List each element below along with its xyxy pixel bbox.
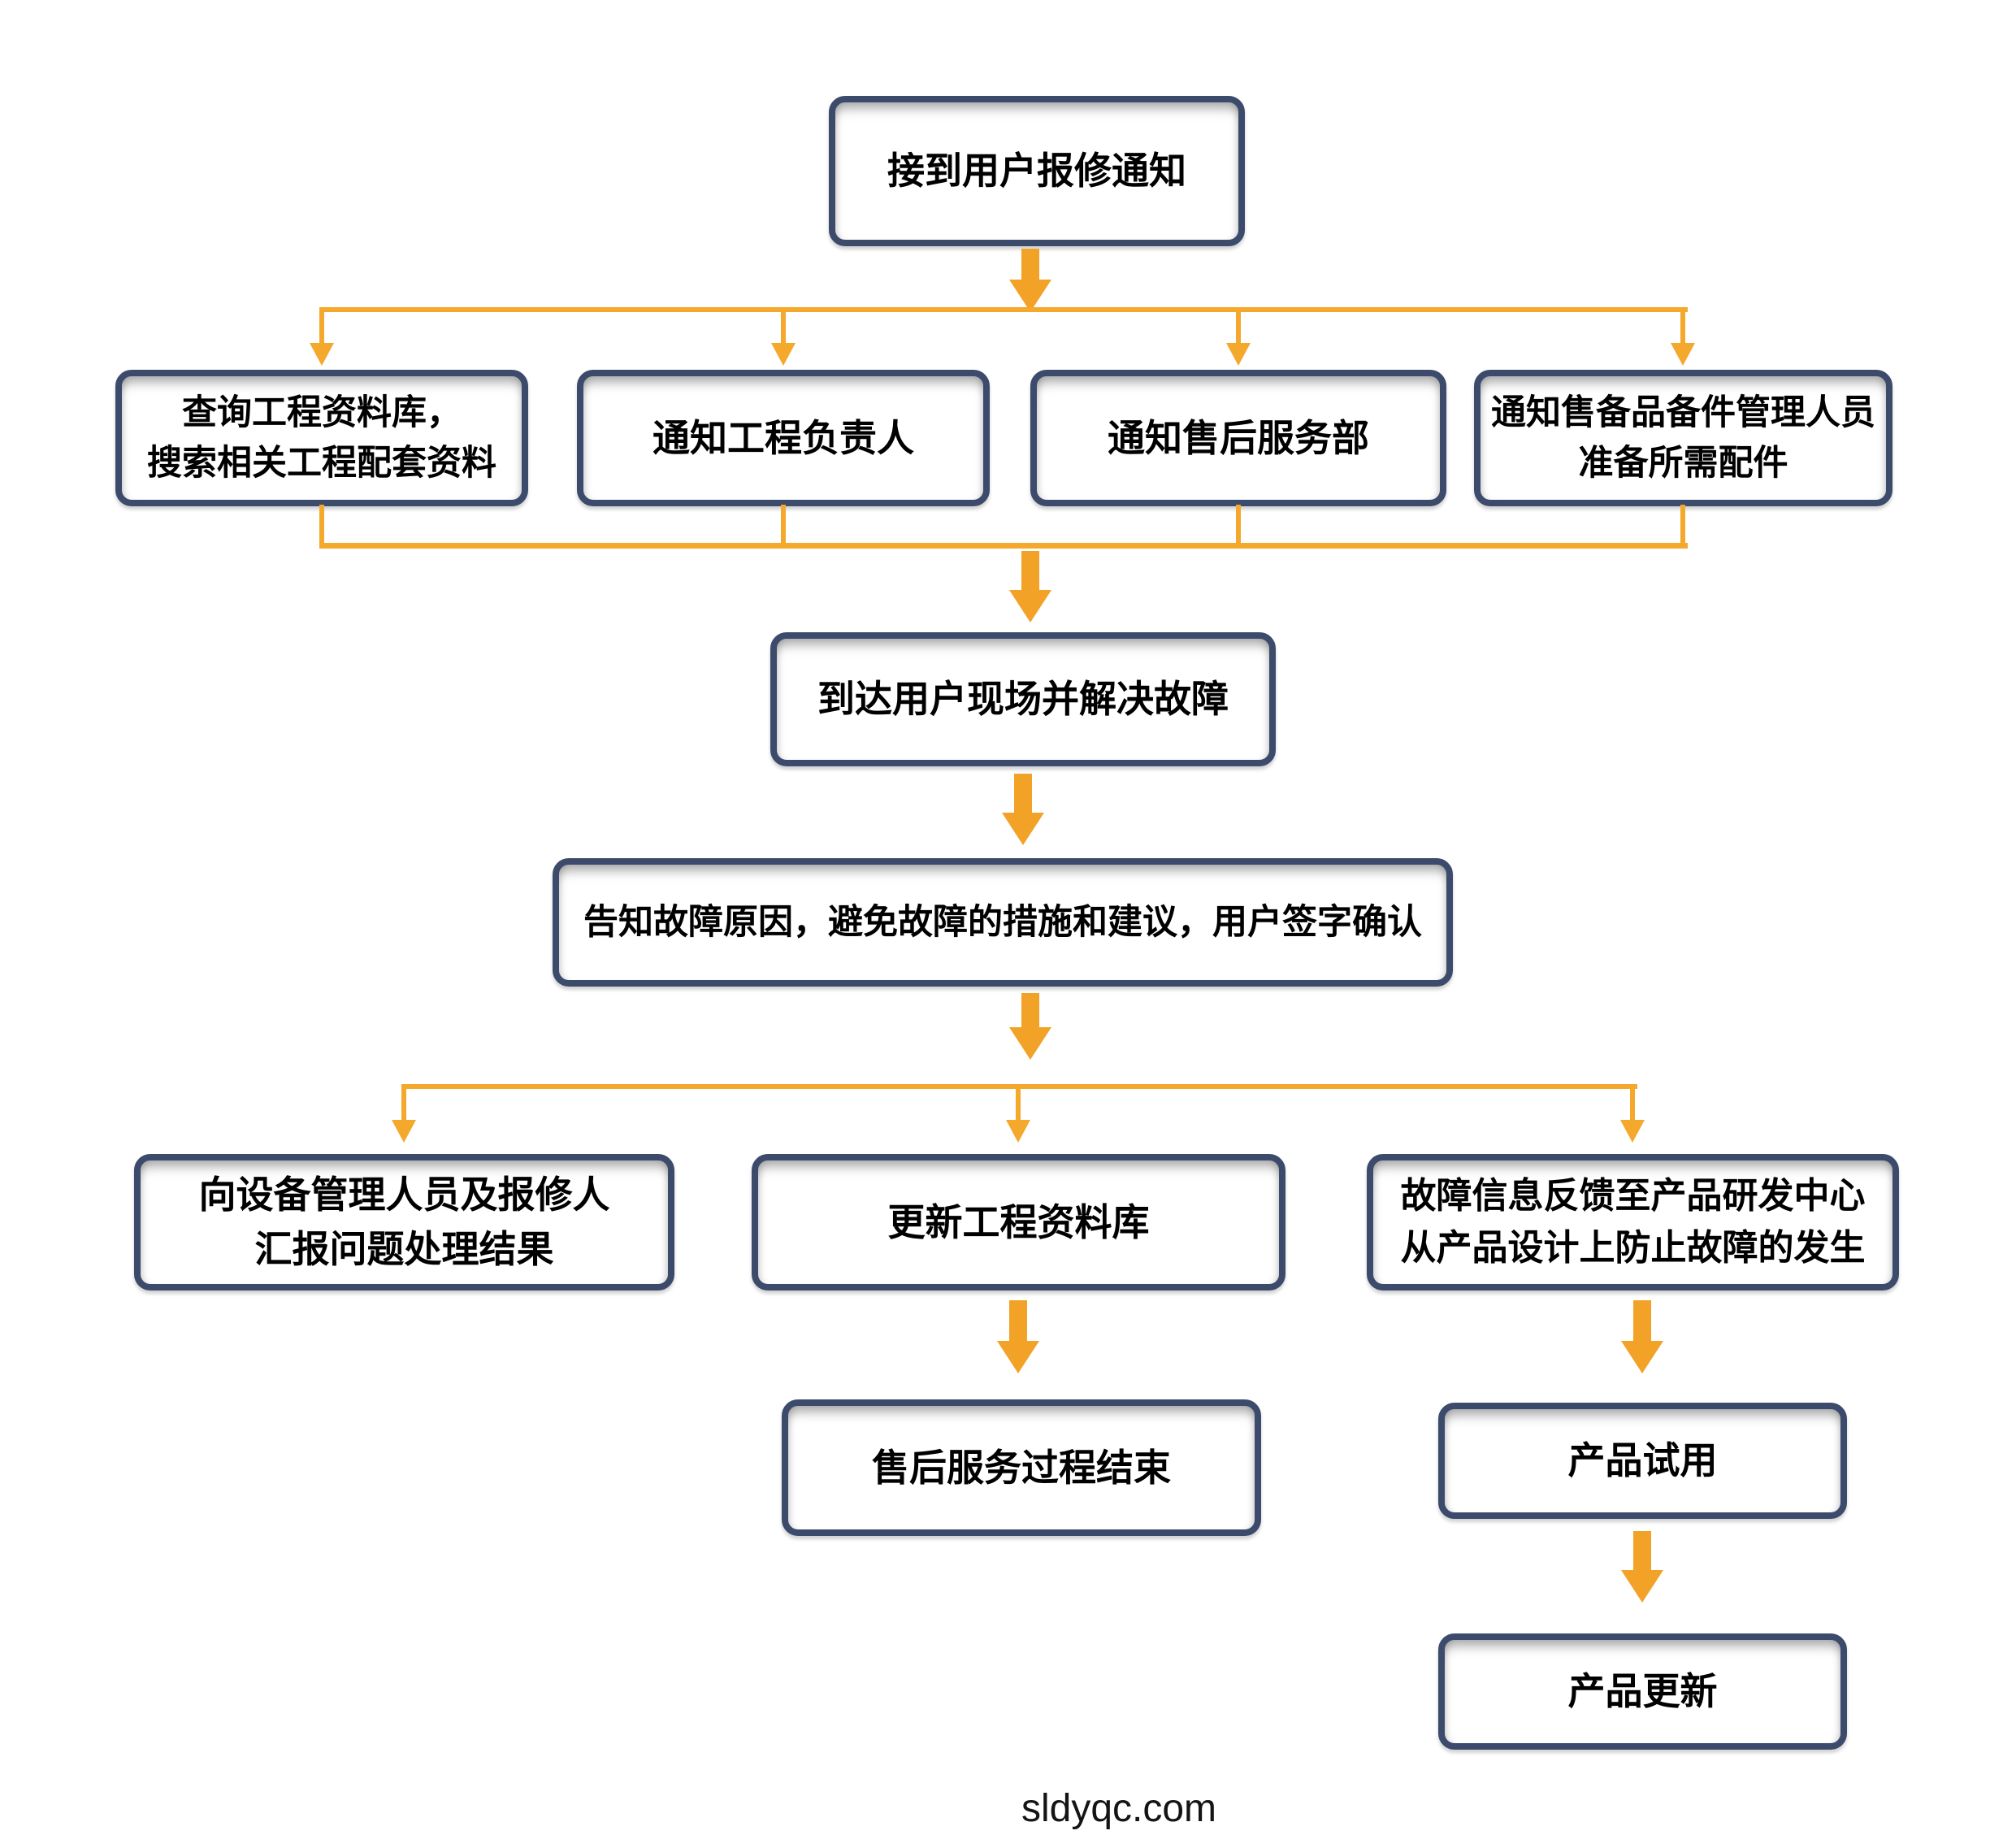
arrow-stem	[1014, 774, 1032, 813]
node-report-result-label: 向设备管理人员及报修人 汇报问题处理结果	[198, 1173, 610, 1270]
node-inform-user-label: 告知故障原因，避免故障的措施和建议，用户签字确认	[583, 902, 1422, 942]
node-notify-service: 通知售后服务部	[1030, 370, 1446, 506]
block-arrow-inform-to-branch	[1009, 993, 1051, 1060]
branch1-drop-2	[781, 307, 786, 345]
node-inform-user: 告知故障原因，避免故障的措施和建议，用户签字确认	[553, 858, 1453, 987]
branch1-arrowhead-4	[1671, 343, 1695, 366]
node-notify-engineer-label: 通知工程负责人	[652, 416, 914, 459]
node-query-db-label: 查询工程资料库， 搜索相关工程配套资料	[147, 393, 496, 483]
arrow-stem	[1021, 249, 1039, 280]
node-arrive-site-label: 到达用户现场并解决故障	[817, 678, 1229, 721]
node-update-db: 更新工程资料库	[752, 1154, 1285, 1291]
node-query-db: 查询工程资料库， 搜索相关工程配套资料	[115, 370, 528, 506]
arrow-stem	[1633, 1531, 1651, 1570]
arrow-stem	[1021, 551, 1039, 590]
node-product-trial: 产品试用	[1438, 1403, 1847, 1519]
block-arrow-start-to-branch	[1009, 249, 1051, 312]
branch2-arrowhead-1	[392, 1120, 416, 1143]
arrow-head	[997, 1341, 1039, 1373]
branch2-arrowhead-3	[1620, 1120, 1645, 1143]
footer-watermark: sldyqc.com	[1021, 1787, 1217, 1830]
arrow-head	[1009, 590, 1051, 623]
branch1-drop-4	[1680, 307, 1685, 345]
block-arrow-feedback-to-trial	[1621, 1300, 1663, 1373]
arrow-head	[1009, 280, 1051, 312]
converge-drop-1	[319, 505, 324, 548]
branch1-drop-3	[1236, 307, 1241, 345]
branch2-arrowhead-2	[1006, 1120, 1030, 1143]
node-start: 接到用户报修通知	[829, 96, 1245, 246]
node-product-trial-label: 产品试用	[1567, 1439, 1718, 1482]
arrow-stem	[1009, 1300, 1027, 1341]
node-notify-service-label: 通知售后服务部	[1108, 416, 1369, 459]
branch2-drop-2	[1016, 1084, 1021, 1121]
branch2-drop-1	[401, 1084, 406, 1121]
node-notify-parts: 通知售备品备件管理人员 准备所需配件	[1474, 370, 1892, 506]
branch1-drop-1	[319, 307, 324, 345]
branch1-arrowhead-2	[771, 343, 796, 366]
arrow-stem	[1633, 1300, 1651, 1341]
converge-line	[319, 543, 1688, 549]
node-update-db-label: 更新工程资料库	[887, 1200, 1150, 1243]
node-notify-parts-label: 通知售备品备件管理人员 准备所需配件	[1491, 393, 1875, 483]
converge-drop-4	[1680, 505, 1685, 548]
node-report-result: 向设备管理人员及报修人 汇报问题处理结果	[134, 1154, 674, 1291]
arrow-head	[1621, 1341, 1663, 1373]
block-arrow-arrive-to-inform	[1002, 774, 1044, 845]
node-product-update-label: 产品更新	[1567, 1670, 1718, 1713]
arrow-stem	[1021, 993, 1039, 1027]
node-service-end-label: 售后服务过程结束	[872, 1446, 1171, 1489]
block-arrow-trial-to-update	[1621, 1531, 1663, 1603]
node-service-end: 售后服务过程结束	[782, 1399, 1261, 1536]
node-product-update: 产品更新	[1438, 1633, 1847, 1750]
arrow-head	[1009, 1027, 1051, 1060]
branch-line-1	[319, 307, 1688, 312]
branch1-arrowhead-3	[1226, 343, 1251, 366]
arrow-head	[1002, 813, 1044, 845]
converge-drop-2	[781, 505, 786, 548]
block-arrow-converge-to-arrive	[1009, 551, 1051, 623]
node-feedback-rd-label: 故障信息反馈至产品研发中心 从产品设计上防止故障的发生	[1400, 1176, 1866, 1268]
node-feedback-rd: 故障信息反馈至产品研发中心 从产品设计上防止故障的发生	[1367, 1154, 1899, 1291]
node-arrive-site: 到达用户现场并解决故障	[770, 632, 1276, 766]
block-arrow-updatedb-to-end	[997, 1300, 1039, 1373]
branch2-drop-3	[1630, 1084, 1635, 1121]
branch1-arrowhead-1	[310, 343, 334, 366]
arrow-head	[1621, 1570, 1663, 1603]
node-notify-engineer: 通知工程负责人	[577, 370, 990, 506]
converge-drop-3	[1236, 505, 1241, 548]
node-start-label: 接到用户报修通知	[887, 150, 1186, 193]
